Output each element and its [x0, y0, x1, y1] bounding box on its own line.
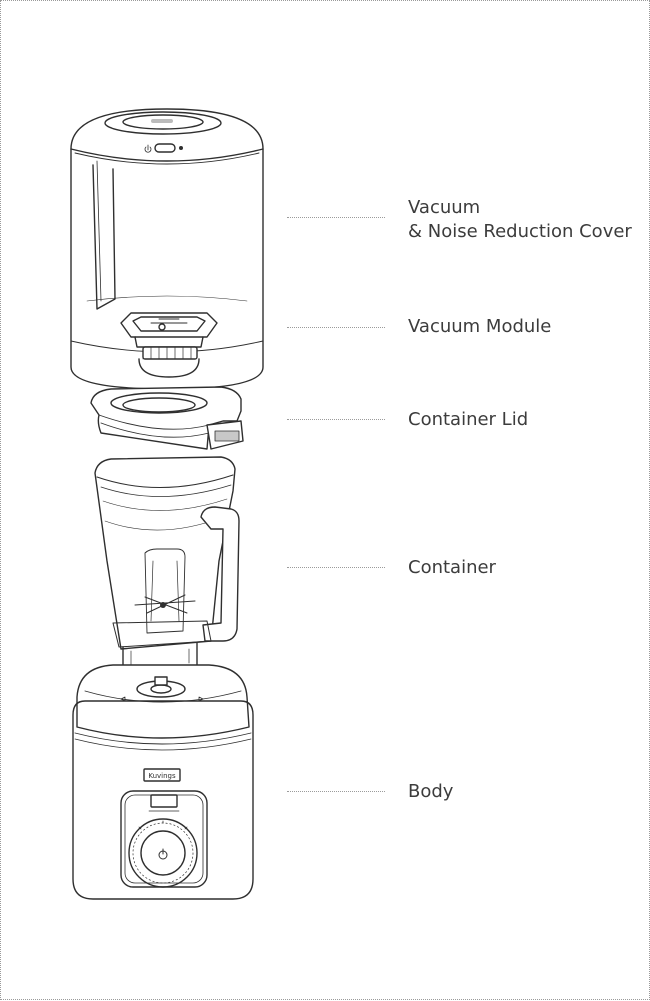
label-vacuum-cover-line1: Vacuum [408, 197, 481, 218]
label-vacuum-module: Vacuum Module [408, 315, 551, 339]
cover-button [154, 143, 176, 153]
display-window [150, 794, 178, 808]
cover-top-disc [104, 111, 222, 135]
label-vacuum-module-text: Vacuum Module [408, 316, 552, 337]
label-body: Body [408, 780, 453, 804]
brand-text: Kuvings [148, 772, 176, 780]
leader-cover [287, 217, 385, 218]
brand-badge [143, 768, 181, 782]
label-body-text: Body [408, 781, 454, 802]
label-container-lid-text: Container Lid [408, 409, 529, 430]
leader-body [287, 791, 385, 792]
container-drawing [94, 456, 240, 674]
body-drawing: Kuvings [72, 664, 254, 900]
label-container-lid: Container Lid [408, 408, 528, 432]
label-vacuum-cover-line2: & Noise Reduction Cover [408, 221, 632, 242]
vacuum-cover-drawing [70, 108, 264, 390]
label-container-text: Container [408, 557, 496, 578]
control-dial [128, 818, 198, 888]
leader-lid [287, 419, 385, 420]
label-container: Container [408, 556, 496, 580]
container-handle [200, 506, 240, 642]
leader-container [287, 567, 385, 568]
leader-module [287, 327, 385, 328]
body-main-shell [72, 700, 254, 900]
container-lid-drawing [90, 386, 244, 450]
label-vacuum-cover: Vacuum & Noise Reduction Cover [408, 196, 632, 244]
cover-top-logo [151, 119, 173, 123]
vacuum-module-drawing [120, 312, 218, 378]
